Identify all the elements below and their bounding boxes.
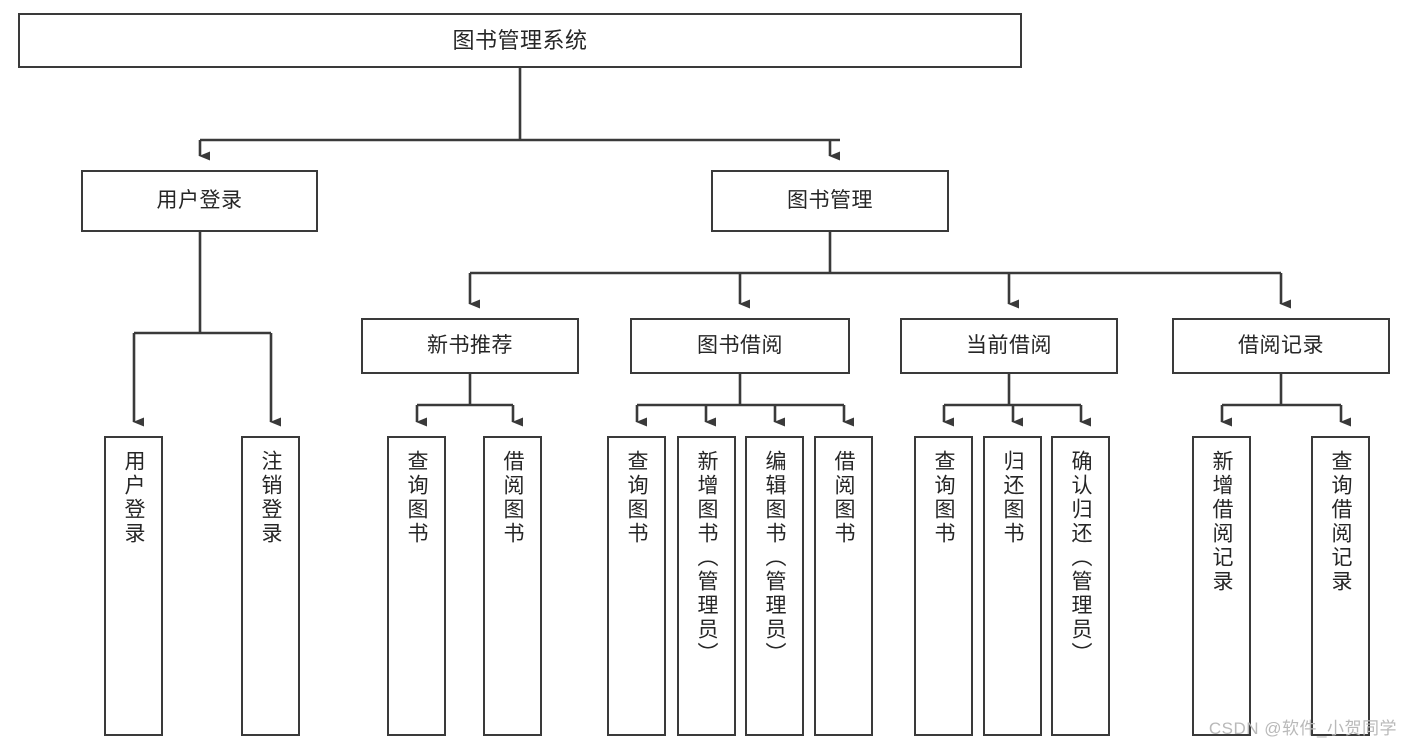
node-book-management-label: 图书管理 [787, 188, 873, 212]
leaf-node-label: 借阅图书 [832, 450, 855, 546]
leaf-node-label: 查询图书 [405, 450, 428, 546]
leaf-node-label: 新增图书（管理员） [695, 450, 718, 666]
leaf-node-edit-book-admin[interactable]: 编辑图书（管理员） [745, 436, 804, 736]
leaf-node-add-book-admin[interactable]: 新增图书（管理员） [677, 436, 736, 736]
leaf-node-add-borrow-record[interactable]: 新增借阅记录 [1192, 436, 1251, 736]
node-book-borrow[interactable]: 图书借阅 [630, 318, 850, 374]
node-root-label: 图书管理系统 [452, 27, 588, 53]
leaf-node-label: 查询借阅记录 [1329, 450, 1352, 594]
node-new-book-recommend[interactable]: 新书推荐 [361, 318, 579, 374]
leaf-node-label: 编辑图书（管理员） [763, 450, 786, 666]
leaf-node-query-borrow-record[interactable]: 查询借阅记录 [1311, 436, 1370, 736]
node-book-management[interactable]: 图书管理 [711, 170, 949, 232]
node-user-login[interactable]: 用户登录 [81, 170, 318, 232]
node-borrow-record[interactable]: 借阅记录 [1172, 318, 1390, 374]
csdn-watermark: CSDN @软件_小贺同学 [1208, 719, 1397, 738]
leaf-node-label: 注销登录 [259, 450, 282, 546]
leaf-node-logout[interactable]: 注销登录 [241, 436, 300, 736]
leaf-node-label: 确认归还（管理员） [1069, 450, 1092, 666]
node-new-book-recommend-label: 新书推荐 [427, 333, 513, 357]
leaf-node-label: 用户登录 [122, 450, 145, 546]
leaf-node-borrow-book-2[interactable]: 借阅图书 [814, 436, 873, 736]
node-book-borrow-label: 图书借阅 [697, 333, 783, 357]
leaf-node-confirm-return-admin[interactable]: 确认归还（管理员） [1051, 436, 1110, 736]
node-current-borrow[interactable]: 当前借阅 [900, 318, 1118, 374]
node-borrow-record-label: 借阅记录 [1238, 333, 1324, 357]
leaf-node-borrow-book-1[interactable]: 借阅图书 [483, 436, 542, 736]
node-current-borrow-label: 当前借阅 [966, 333, 1052, 357]
leaf-node-user-login[interactable]: 用户登录 [104, 436, 163, 736]
leaf-node-label: 查询图书 [625, 450, 648, 546]
leaf-node-label: 查询图书 [932, 450, 955, 546]
node-root[interactable]: 图书管理系统 [18, 13, 1022, 68]
leaf-node-query-book-2[interactable]: 查询图书 [607, 436, 666, 736]
leaf-node-query-book-1[interactable]: 查询图书 [387, 436, 446, 736]
leaf-node-label: 新增借阅记录 [1210, 450, 1233, 594]
leaf-node-label: 归还图书 [1001, 450, 1024, 546]
leaf-node-label: 借阅图书 [501, 450, 524, 546]
leaf-node-query-book-3[interactable]: 查询图书 [914, 436, 973, 736]
leaf-node-return-book[interactable]: 归还图书 [983, 436, 1042, 736]
node-user-login-label: 用户登录 [156, 188, 243, 212]
